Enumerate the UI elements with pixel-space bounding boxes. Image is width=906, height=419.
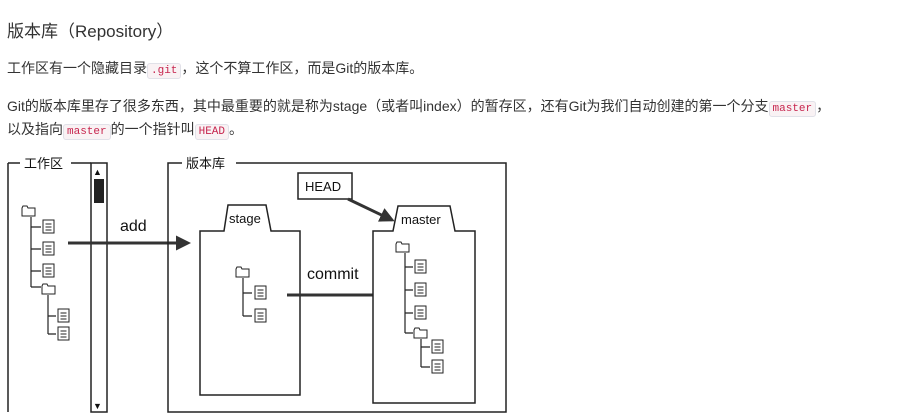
p1-text-before: 工作区有一个隐藏目录 xyxy=(7,60,147,76)
repository-label: 版本库 xyxy=(186,156,225,171)
folder-icon xyxy=(395,241,410,253)
folder-icon xyxy=(413,327,428,339)
paragraph-git-dir: 工作区有一个隐藏目录.git，这个不算工作区，而是Git的版本库。 xyxy=(7,57,423,83)
folder-icon xyxy=(235,266,250,278)
inline-code-master-2: master xyxy=(63,124,111,140)
p1-text-after: ，这个不算工作区，而是Git的版本库。 xyxy=(181,60,424,76)
file-icon xyxy=(42,263,55,278)
inline-code-master: master xyxy=(768,101,817,117)
section-heading: 版本库（Repository） xyxy=(7,22,174,41)
add-arrow: add xyxy=(68,218,191,251)
workspace-scrollbar[interactable]: ▲ ▼ xyxy=(90,162,108,413)
file-icon xyxy=(414,259,427,274)
paragraph-repo-contents: Git的版本库里存了很多东西，其中最重要的就是称为stage（或者叫index）… xyxy=(7,95,830,121)
master-label: master xyxy=(401,212,441,227)
folder-icon xyxy=(21,205,36,217)
file-icon xyxy=(57,308,70,323)
p2-text-before: Git的版本库里存了很多东西，其中最重要的就是称为stage（或者叫index）… xyxy=(7,98,769,114)
scroll-up-icon[interactable]: ▲ xyxy=(93,167,102,177)
file-icon xyxy=(57,326,70,341)
file-icon xyxy=(254,308,267,323)
head-pointer: HEAD xyxy=(297,172,395,222)
workspace-file-tree xyxy=(21,205,70,341)
git-repository-diagram: 工作区 ▲ ▼ add 版本库 stage xyxy=(7,156,507,413)
stage-label: stage xyxy=(229,211,261,226)
inline-code-head: HEAD xyxy=(194,124,230,140)
file-icon xyxy=(42,241,55,256)
stage-area: stage xyxy=(199,204,301,396)
p3-text-middle: 的一个指针叫 xyxy=(110,121,195,137)
file-icon xyxy=(431,359,444,374)
master-branch: master xyxy=(372,205,476,404)
file-icon xyxy=(414,282,427,297)
scroll-down-icon[interactable]: ▼ xyxy=(93,401,102,411)
workspace-panel: 工作区 ▲ ▼ xyxy=(7,156,108,413)
p3-text-before: 以及指向 xyxy=(7,121,63,137)
file-icon xyxy=(254,285,267,300)
file-icon xyxy=(42,219,55,234)
add-label: add xyxy=(120,218,147,235)
file-icon xyxy=(414,305,427,320)
workspace-label: 工作区 xyxy=(24,156,63,171)
p2-text-after: ， xyxy=(816,98,831,114)
commit-label: commit xyxy=(307,266,359,283)
file-icon xyxy=(431,339,444,354)
inline-code-git: .git xyxy=(147,63,182,79)
head-label: HEAD xyxy=(305,179,341,194)
p3-text-after: 。 xyxy=(229,121,244,137)
repository-panel: 版本库 xyxy=(167,156,507,413)
folder-icon xyxy=(41,283,56,295)
